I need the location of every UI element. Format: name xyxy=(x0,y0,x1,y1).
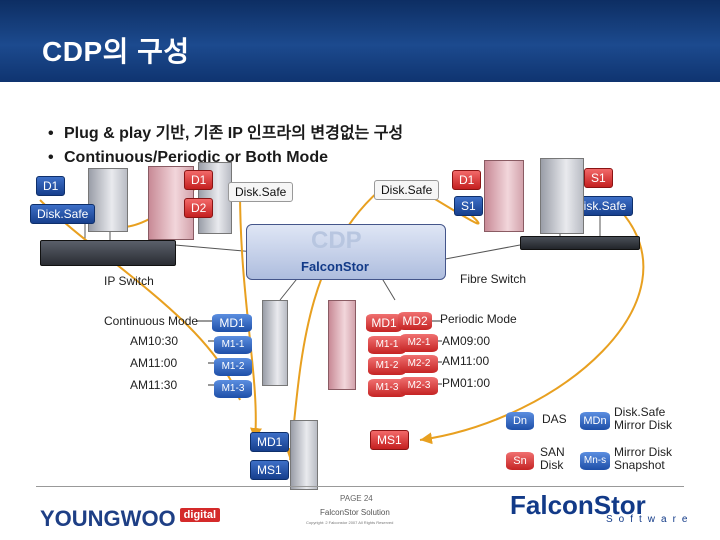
legend-disksafe-mirror-label: Disk.Safe Mirror Disk xyxy=(614,405,672,432)
storage-array-icon xyxy=(290,420,318,490)
legend-mirror-snapshot-label: Mirror Disk Snapshot xyxy=(614,445,672,472)
time-label: AM10:30 xyxy=(130,334,179,348)
md1-disk: MD1 xyxy=(366,314,402,332)
server-icon xyxy=(328,300,356,390)
s1-tag: S1 xyxy=(584,168,613,188)
snapshot-disk: M1-1 xyxy=(368,336,406,354)
snapshot-disk: M1-3 xyxy=(368,379,406,397)
bullet-item: Continuous/Periodic or Both Mode xyxy=(48,146,403,170)
server-d2-tag: D2 xyxy=(184,198,214,218)
footer-divider xyxy=(36,486,684,487)
time-label: AM11:00 xyxy=(130,356,178,370)
snapshot-disk: M1-2 xyxy=(368,357,406,375)
d1-tag: D1 xyxy=(452,170,482,190)
md1-disk: MD1 xyxy=(212,314,252,332)
ip-switch-icon xyxy=(40,240,176,266)
disksafe-tag: Disk.Safe xyxy=(30,204,96,224)
link-line xyxy=(174,244,256,253)
flow-arrow xyxy=(419,209,645,445)
time-label: AM11:00 xyxy=(442,354,490,368)
ip-switch-label: IP Switch xyxy=(104,274,154,288)
appliance-brand: FalconStor xyxy=(301,259,369,274)
snapshot-disk: M1-3 xyxy=(214,380,252,398)
legend-das-label: DAS xyxy=(542,412,567,426)
bullet-list: Plug & play 기반, 기존 IP 인프라의 변경없는 구성 Conti… xyxy=(48,122,403,170)
ms1-tag: MS1 xyxy=(250,460,289,480)
server-icon xyxy=(262,300,288,386)
md1-tag: MD1 xyxy=(250,432,290,452)
legend-dn-disk: Dn xyxy=(506,412,534,430)
disksafe-label: Disk.Safe xyxy=(228,182,294,202)
s1-tag: S1 xyxy=(454,196,483,216)
md2-disk: MD2 xyxy=(398,312,432,330)
snapshot-disk: M2-2 xyxy=(400,355,438,373)
snapshot-disk: M2-3 xyxy=(400,377,438,395)
bullet-item: Plug & play 기반, 기존 IP 인프라의 변경없는 구성 xyxy=(48,122,403,146)
disksafe-label: Disk.Safe xyxy=(374,180,440,200)
falconstor-logo-sub: Software xyxy=(606,514,694,525)
snapshot-disk: M1-1 xyxy=(214,336,252,354)
continuous-mode-label: Continuous Mode xyxy=(104,314,199,328)
snapshot-disk: M1-2 xyxy=(214,358,252,376)
falconstor-logo: FalconStor xyxy=(510,490,646,520)
page-number: PAGE 24 xyxy=(340,494,373,503)
solution-label: FalconStor Solution xyxy=(320,508,390,517)
time-label: PM01:00 xyxy=(442,376,491,390)
time-label: AM11:30 xyxy=(130,378,178,392)
flow-arrow xyxy=(239,189,262,441)
copyright-text: Copyright: 2 Falconstor 2007 All Rights … xyxy=(306,520,394,525)
server-d1-tag: D1 xyxy=(184,170,214,190)
appliance-label: CDP xyxy=(311,227,362,254)
fibre-switch-label: Fibre Switch xyxy=(460,272,527,286)
time-label: AM09:00 xyxy=(442,334,491,348)
ms1-tag: MS1 xyxy=(370,430,409,450)
server-icon xyxy=(540,158,584,234)
server-icon xyxy=(484,160,524,232)
legend-sn-disk: Sn xyxy=(506,452,534,470)
cdp-appliance: CDP FalconStor xyxy=(246,224,446,280)
fibre-switch-icon xyxy=(520,236,640,250)
legend-mdn-disk: MDn xyxy=(580,412,610,430)
title-bar: CDP의 구성 xyxy=(0,0,720,82)
legend-mns-disk: Mn-s xyxy=(580,452,610,470)
link-line xyxy=(439,244,521,261)
d1-tag: D1 xyxy=(36,176,66,196)
page-title: CDP의 구성 xyxy=(42,36,190,67)
snapshot-disk: M2-1 xyxy=(400,334,438,352)
legend-san-disk-label: SAN Disk xyxy=(540,445,565,472)
periodic-mode-label: Periodic Mode xyxy=(440,312,517,326)
disksafe-tag: Disk.Safe xyxy=(568,196,634,216)
